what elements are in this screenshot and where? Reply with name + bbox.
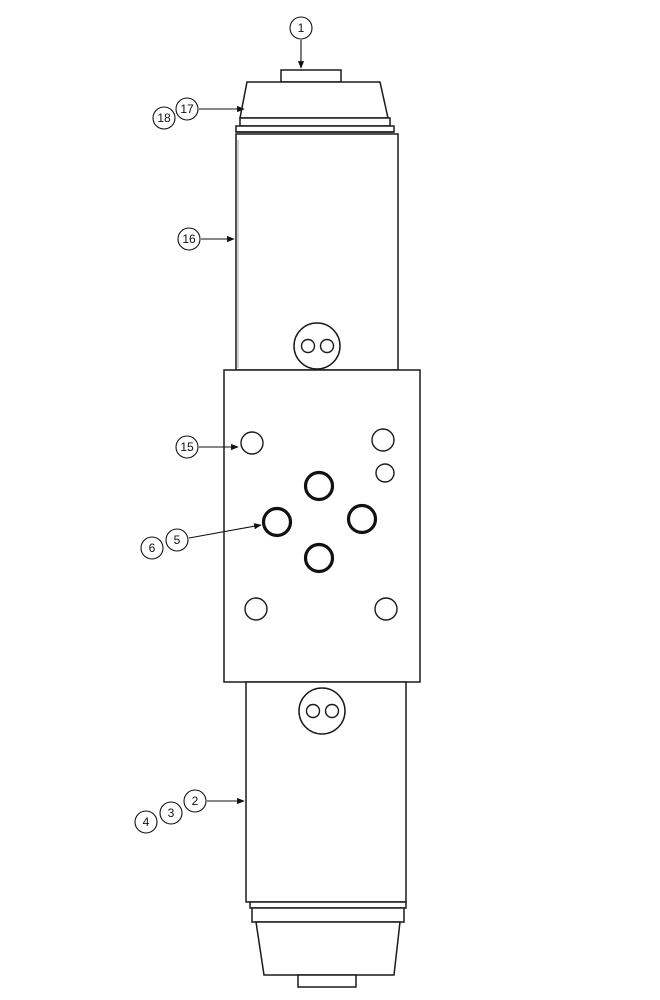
port-oring [303,470,335,502]
callout-5: 5 [165,523,262,552]
svg-text:4: 4 [143,815,150,829]
mounting-hole [374,597,398,621]
callout-3: 3 [159,801,183,825]
svg-text:3: 3 [168,806,175,820]
port-oring [261,506,293,538]
top-end-cap [235,69,395,133]
mounting-hole [240,431,264,455]
bottom-end-cap [249,901,407,988]
callout-1: 1 [289,16,313,69]
callout-4: 4 [134,810,158,834]
callout-17: 17 [175,97,245,121]
svg-text:15: 15 [180,440,194,454]
svg-text:16: 16 [182,232,196,246]
callout-6: 6 [140,536,164,560]
callout-15: 15 [175,435,239,459]
svg-text:1: 1 [298,21,305,35]
callout-2: 2 [183,789,245,813]
callout-18: 18 [152,106,176,130]
lower-connector [298,687,346,735]
callout-16: 16 [177,227,235,251]
port-oring [346,503,378,535]
mounting-hole [371,428,395,452]
svg-text:17: 17 [180,102,194,116]
svg-text:5: 5 [174,533,181,547]
svg-text:18: 18 [157,111,171,125]
svg-text:6: 6 [149,541,156,555]
port-oring [303,542,335,574]
mounting-hole [244,597,268,621]
pilot-hole [375,463,395,483]
upper-connector [293,322,341,370]
svg-text:2: 2 [192,794,199,808]
